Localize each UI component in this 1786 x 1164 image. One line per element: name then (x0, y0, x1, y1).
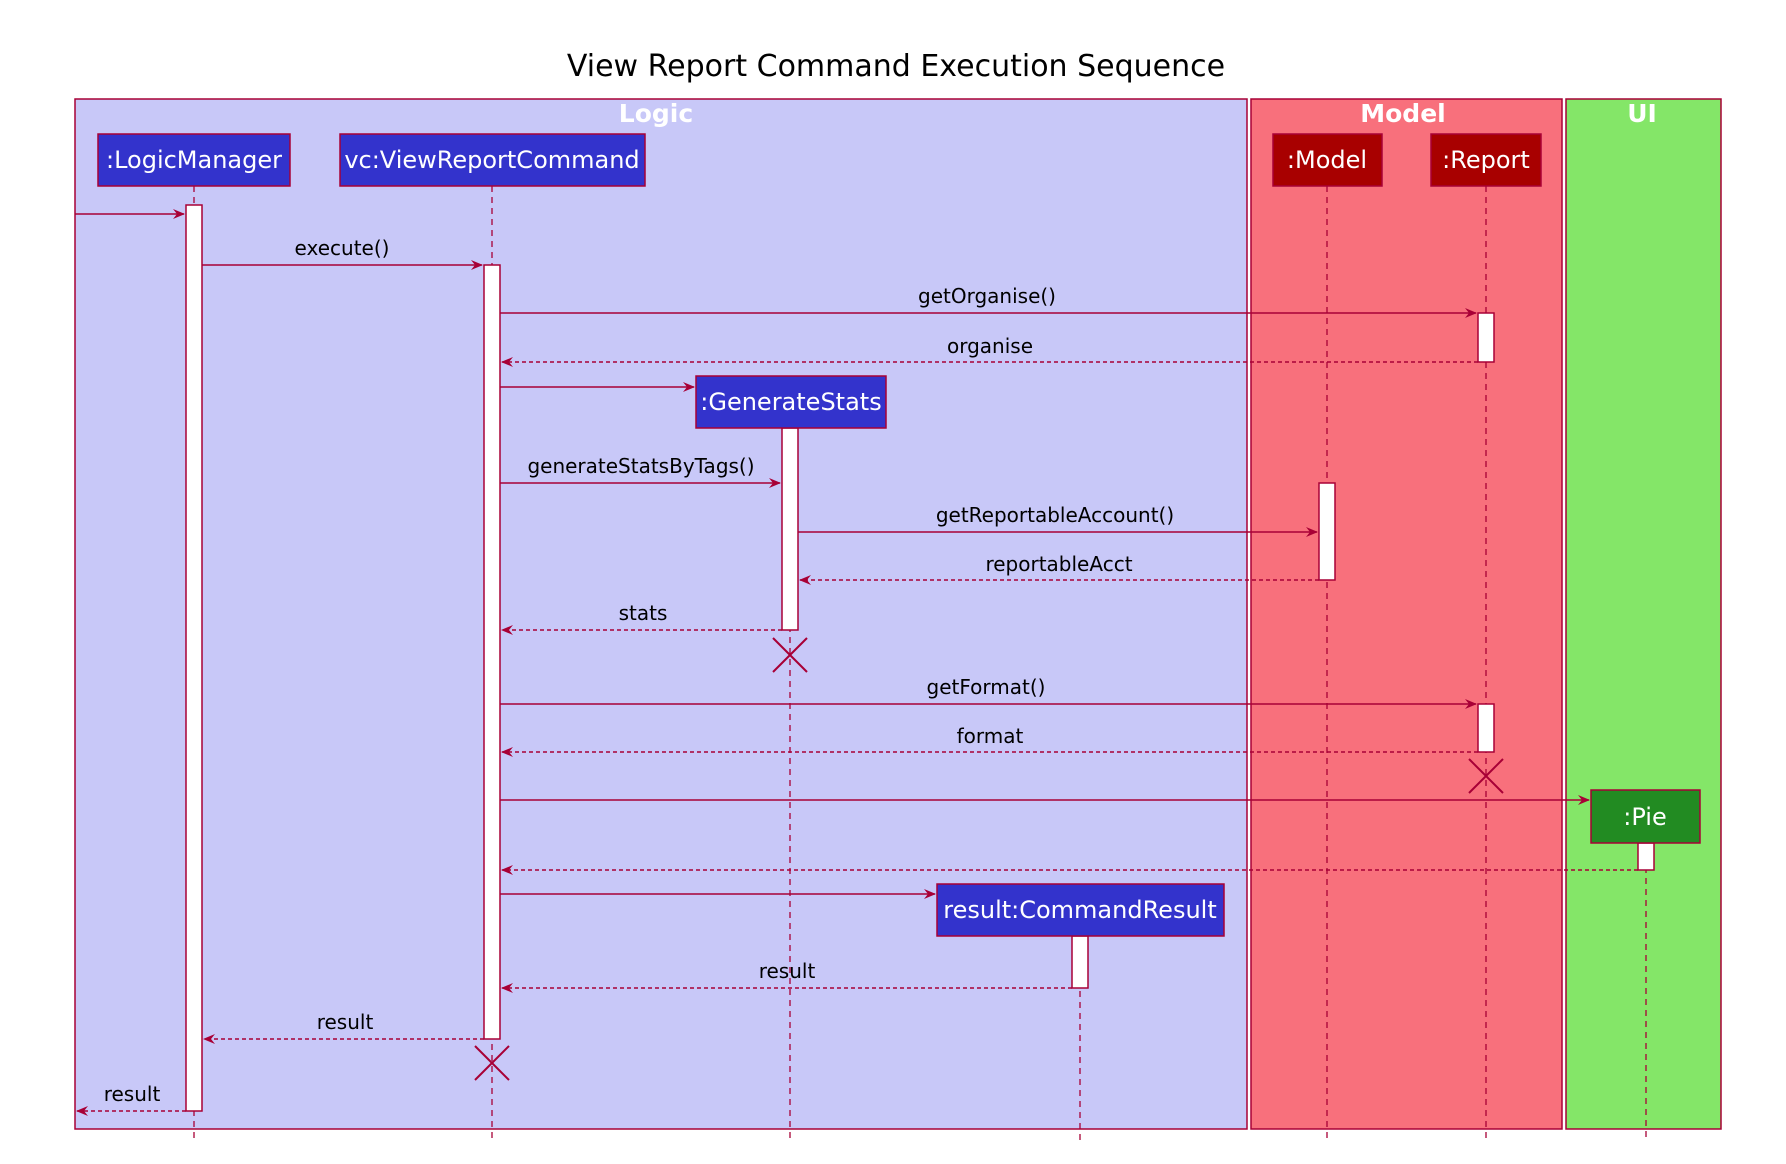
participant-label: :LogicManager (106, 146, 282, 174)
participant-viewreportcommand: vc:ViewReportCommand (339, 133, 646, 187)
message-label-getreportableaccount: getReportableAccount() (936, 503, 1174, 527)
activations (185, 204, 1655, 1112)
messages-sync (75, 209, 1590, 899)
participant-pie: :Pie (1590, 789, 1701, 844)
diagram-title: View Report Command Execution Sequence (567, 49, 1225, 84)
participant-box (1430, 133, 1542, 187)
group-box-ui (1565, 98, 1722, 1130)
activation-commandresult (1071, 935, 1089, 989)
participant-box (695, 375, 887, 429)
group-label-logic: Logic (619, 99, 693, 128)
participant-box (936, 883, 1225, 937)
message-label-getformat: getFormat() (927, 675, 1046, 699)
activation-generatestats (781, 427, 799, 631)
group-logic: Logic (74, 98, 1248, 1130)
activation-logicmanager (185, 204, 203, 1112)
participant-label: :Report (1442, 146, 1530, 174)
group-label-ui: UI (1627, 99, 1657, 128)
activation-viewreportcommand (483, 264, 501, 1040)
participant-model: :Model (1272, 133, 1383, 187)
message-label-format: format (957, 724, 1024, 748)
message-label-organise: organise (947, 334, 1033, 358)
activation-model (1318, 482, 1336, 581)
group-model: Model (1250, 98, 1563, 1130)
participant-box (1590, 789, 1701, 844)
participant-logicmanager: :LogicManager (97, 133, 291, 187)
message-label-result-exit: result (104, 1082, 161, 1106)
message-label-generatestatsbytags: generateStatsByTags() (527, 454, 754, 478)
group-ui: UI (1565, 98, 1722, 1130)
group-label-model: Model (1360, 99, 1445, 128)
participant-label: :GenerateStats (700, 388, 881, 416)
activation-report-2 (1477, 703, 1495, 753)
destroy-viewreportcommand (474, 1045, 510, 1081)
participant-generatestats: :GenerateStats (695, 375, 887, 429)
message-labels: execute() getOrganise() organise generat… (104, 236, 1174, 1106)
participant-label: :Model (1287, 146, 1367, 174)
group-box-logic (74, 98, 1248, 1130)
destroy-markers (474, 637, 1504, 1081)
participant-commandresult: result:CommandResult (936, 883, 1225, 937)
message-label-reportableacct: reportableAcct (985, 552, 1132, 576)
group-box-model (1250, 98, 1563, 1130)
participant-label: result:CommandResult (943, 896, 1217, 924)
messages-return (76, 357, 1638, 1116)
destroy-generatestats (772, 637, 808, 673)
message-label-result-vc: result (317, 1010, 374, 1034)
participant-label: :Pie (1623, 803, 1666, 831)
activation-pie (1637, 842, 1655, 871)
message-label-result-commandresult: result (759, 959, 816, 983)
participant-box (1272, 133, 1383, 187)
message-label-getorganise: getOrganise() (918, 284, 1056, 308)
participant-box (339, 133, 646, 187)
participant-label: vc:ViewReportCommand (344, 146, 639, 174)
participant-box (97, 133, 291, 187)
activation-report-1 (1477, 312, 1495, 363)
participant-report: :Report (1430, 133, 1542, 187)
destroy-report (1468, 758, 1504, 794)
message-label-stats: stats (619, 601, 668, 625)
message-label-execute: execute() (295, 236, 390, 260)
